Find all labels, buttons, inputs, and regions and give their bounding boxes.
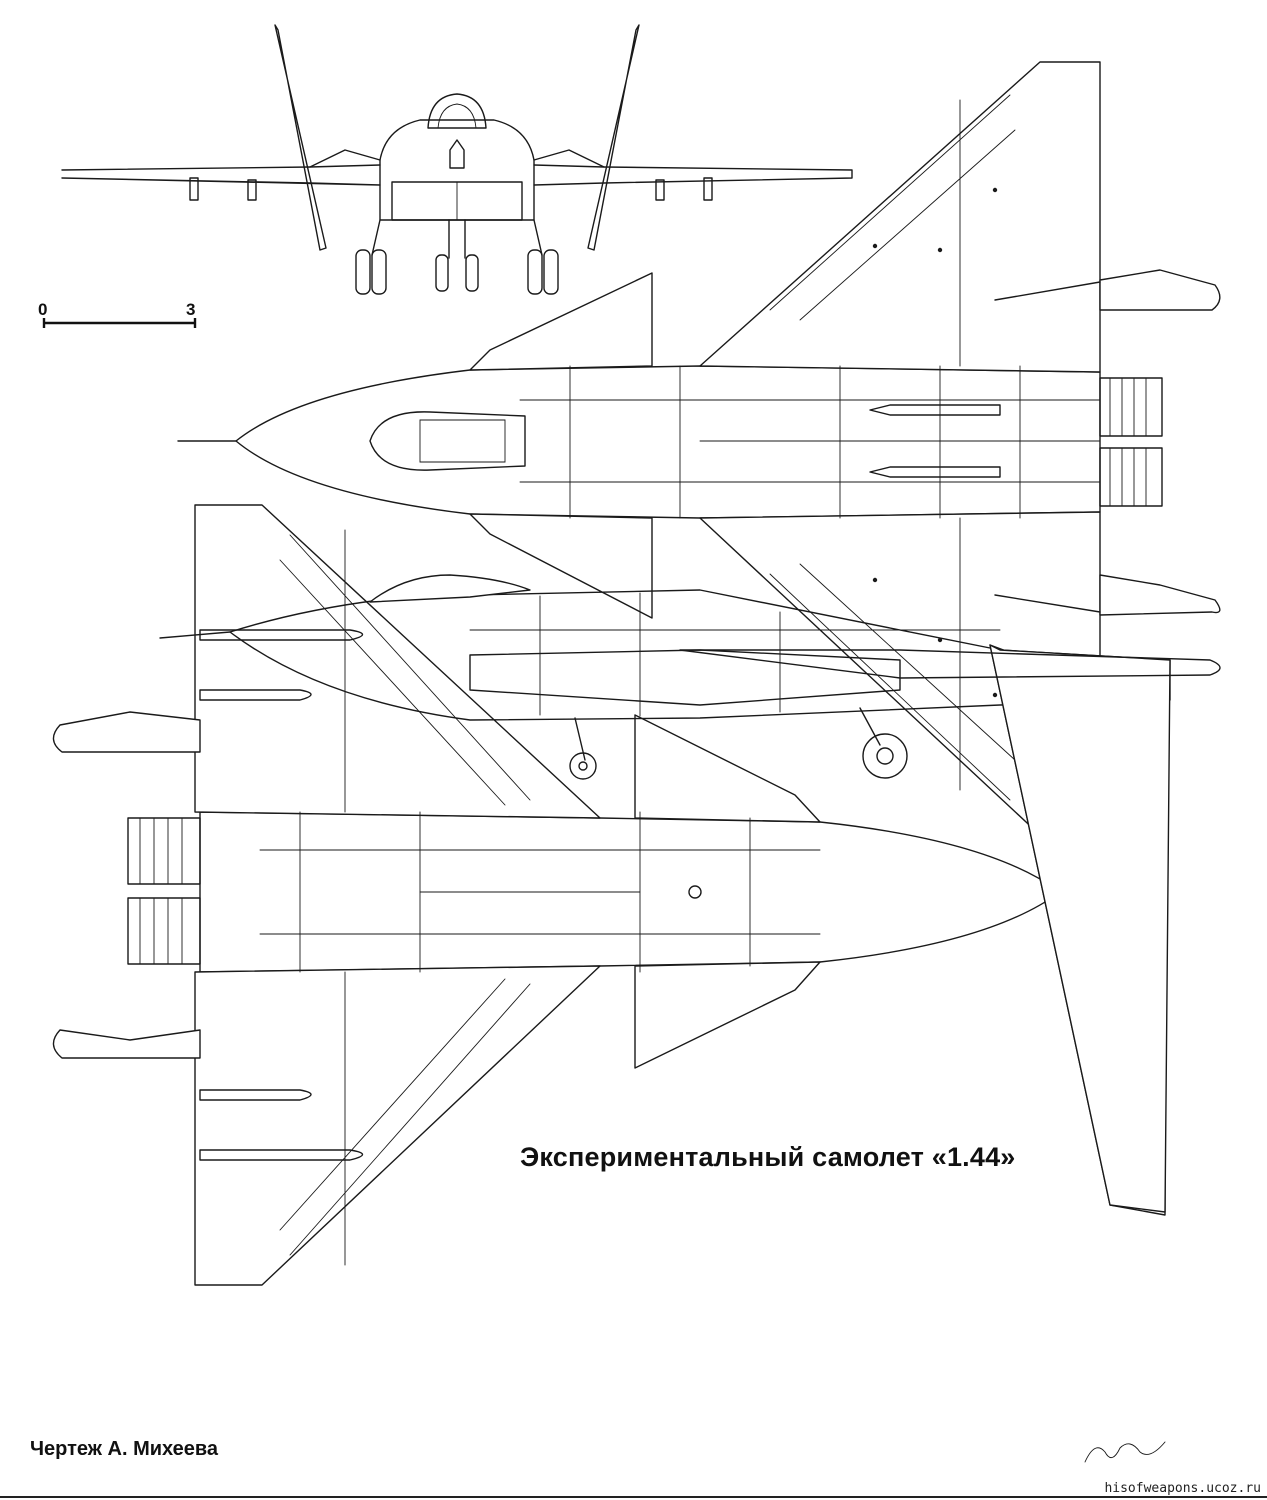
side-view [159, 574, 1221, 1216]
bottom-rule [0, 1496, 1267, 1498]
drawing-title: Экспериментальный самолет «1.44» [520, 1142, 1016, 1172]
author-signature [1084, 1441, 1166, 1463]
author-credit: Чертеж А. Михеева [30, 1438, 219, 1460]
front-view [61, 24, 853, 295]
scale-start-label: 0 [38, 300, 48, 319]
watermark[interactable]: hisofweapons.ucoz.ru [1104, 1481, 1261, 1496]
scale-end-label: 3 [186, 300, 196, 319]
bottom-view [52, 504, 1119, 1286]
scale-bar [42, 318, 197, 328]
